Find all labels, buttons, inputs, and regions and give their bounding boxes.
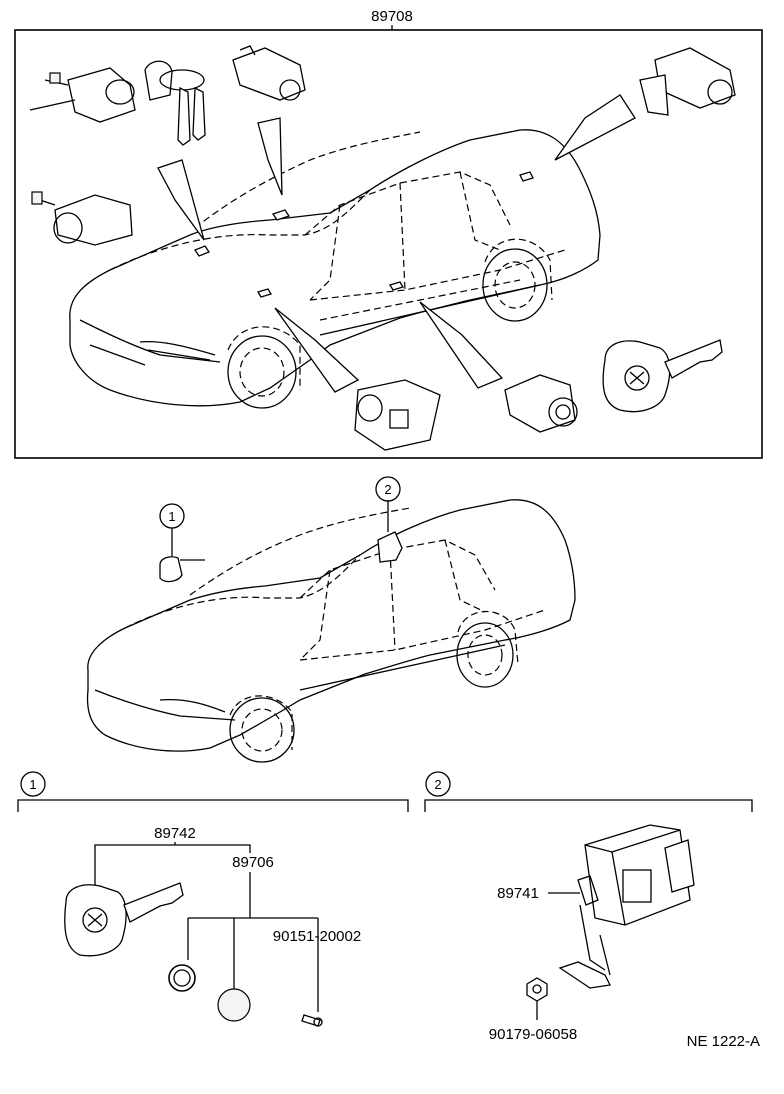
car-illustration-middle bbox=[86, 499, 576, 763]
top-section: 89708 bbox=[14, 8, 763, 459]
nut bbox=[526, 977, 548, 1002]
glovebox-lock bbox=[354, 379, 441, 451]
key-location bbox=[159, 556, 183, 583]
arrow-hood bbox=[257, 117, 283, 196]
car-illustration-top bbox=[69, 129, 601, 409]
callout-1: 1 bbox=[159, 503, 185, 529]
door-lock-cylinder-right bbox=[504, 374, 578, 433]
arrow-glovebox bbox=[274, 307, 360, 393]
section-1-marker: 1 bbox=[20, 771, 46, 797]
callout-2: 2 bbox=[375, 476, 401, 502]
pointer-arrows-top bbox=[157, 94, 636, 393]
key-top bbox=[602, 339, 723, 413]
label-89742: 89742 bbox=[154, 825, 196, 842]
door-lock-cylinder-left bbox=[31, 191, 133, 246]
arrow-ignition bbox=[157, 159, 205, 241]
svg-text:1: 1 bbox=[29, 777, 36, 792]
label-90151-20002: 90151-20002 bbox=[273, 928, 361, 945]
part-number-89708: 89708 bbox=[371, 8, 413, 25]
leader-89742 bbox=[94, 844, 251, 886]
section-2-marker: 2 bbox=[425, 771, 451, 797]
svg-text:2: 2 bbox=[434, 777, 441, 792]
ignition-switch-assembly bbox=[29, 60, 206, 146]
arrow-door bbox=[419, 301, 504, 389]
key-with-transmitter bbox=[64, 882, 184, 957]
arrow-trunk bbox=[554, 94, 636, 161]
svg-text:2: 2 bbox=[384, 482, 391, 497]
receiver-location bbox=[377, 531, 403, 563]
trunk-lock-cylinder bbox=[639, 47, 736, 116]
label-89741: 89741 bbox=[497, 885, 539, 902]
transmitter-cover bbox=[217, 988, 251, 1022]
svg-text:1: 1 bbox=[168, 509, 175, 524]
section-1-bracket bbox=[17, 799, 409, 812]
leader-89706 bbox=[187, 872, 319, 1012]
hood-lock-cylinder bbox=[232, 45, 306, 101]
screw bbox=[301, 1014, 323, 1027]
label-89706: 89706 bbox=[232, 854, 274, 871]
diagram-code: NE 1222-A bbox=[687, 1033, 760, 1050]
receiver-module bbox=[558, 824, 695, 989]
section-2-bracket bbox=[424, 799, 753, 812]
section-1: 1 89742 89706 90151-20002 bbox=[17, 771, 409, 1027]
label-90179-06058: 90179-06058 bbox=[489, 1026, 577, 1043]
section-2: 2 89741 90179-06058 bbox=[424, 771, 753, 1043]
o-ring bbox=[168, 964, 196, 992]
lock-set-frame bbox=[14, 29, 763, 459]
